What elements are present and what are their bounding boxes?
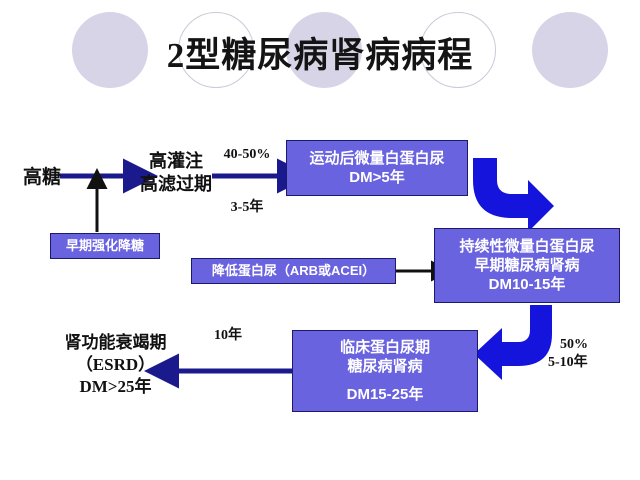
decor-circle-2	[178, 12, 254, 88]
annotation-persistent-to-clinical: 50% 5-10年	[548, 337, 588, 371]
decor-circle-1	[72, 12, 148, 88]
elbow-arrow-persistent-to-clinical	[474, 305, 552, 380]
elbow-arrow-shape-1	[473, 158, 554, 232]
page-title: 2型糖尿病肾病病程	[166, 36, 474, 75]
annotation-clinical-to-esrd-years: 10年	[214, 328, 242, 343]
node-renal-failure-esrd: 肾功能衰竭期 （ESRD） DM>25年	[64, 333, 167, 397]
decor-circle-5	[532, 12, 608, 88]
elbow-arrow-shape-2	[474, 305, 552, 380]
node-early-intensive-glucose-control[interactable]: 早期强化降糖	[50, 233, 160, 259]
node-persistent-microalbuminuria[interactable]: 持续性微量白蛋白尿 早期糖尿病肾病 DM10-15年	[434, 228, 620, 303]
node-hyperglycemia: 高糖	[22, 167, 61, 188]
elbow-arrow-exercise-to-persistent	[473, 158, 554, 232]
decor-circle-4	[420, 12, 496, 88]
annotation-hyperfiltration-years: 3-5年	[230, 200, 264, 215]
decor-circle-3	[286, 12, 362, 88]
node-clinical-proteinuria[interactable]: 临床蛋白尿期 糖尿病肾病 DM15-25年	[292, 330, 478, 412]
node-reduce-proteinuria[interactable]: 降低蛋白尿（ARB或ACEI）	[191, 258, 396, 284]
node-hyperfiltration: 高灌注 高滤过期	[140, 151, 212, 195]
node-exercise-microalbuminuria[interactable]: 运动后微量白蛋白尿 DM>5年	[286, 140, 468, 196]
annotation-hyperfiltration-percent: 40-50%	[223, 147, 271, 162]
